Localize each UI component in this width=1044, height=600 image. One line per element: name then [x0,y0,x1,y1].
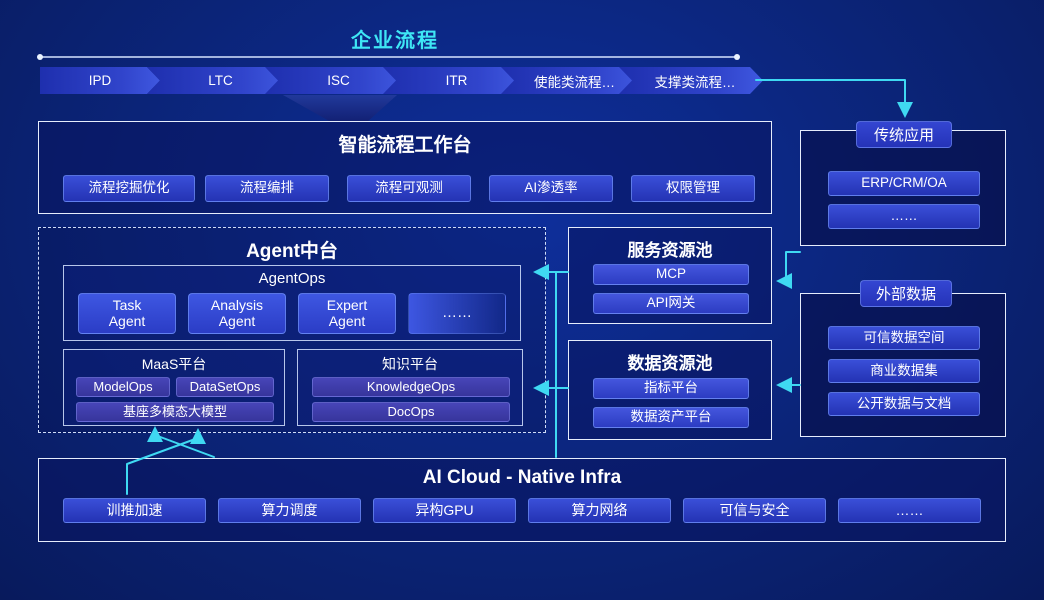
external-data-tab: 外部数据 [860,280,952,307]
line-endpoint-dot-left [37,54,43,60]
legacy-more-chip: …… [828,204,980,229]
workbench-chip-ai-penetration: AI渗透率 [489,175,613,202]
agent-platform-panel: Agent中台 AgentOps Task Agent Analysis Age… [38,227,546,433]
page-title: 企业流程 [351,30,439,52]
compute-network-chip: 算力网络 [528,498,671,523]
service-pool-title: 服务资源池 [627,241,713,260]
analysis-agent-chip: Analysis Agent [188,293,286,334]
workbench-chip-permissions: 权限管理 [631,175,755,202]
knowledgeops-chip: KnowledgeOps [312,377,510,397]
workbench-chip-observability: 流程可观测 [347,175,471,202]
modelops-chip: ModelOps [76,377,170,397]
data-asset-platform-chip: 数据资产平台 [593,407,749,428]
knowledge-platform-box: 知识平台 KnowledgeOps DocOps [297,349,523,426]
task-agent-chip: Task Agent [78,293,176,334]
maas-title: MaaS平台 [141,356,207,372]
chevron-isc: ISC [265,67,404,94]
analysis-agent-label: Analysis Agent [210,297,264,329]
legacy-apps-panel: ERP/CRM/OA …… [800,130,1006,246]
erp-crm-oa-chip: ERP/CRM/OA [828,171,980,196]
chevron-supporting-process: 支撑类流程… [619,67,763,94]
trusted-data-space-chip: 可信数据空间 [828,326,980,350]
trusted-security-chip: 可信与安全 [683,498,826,523]
workbench-chip-process-mining: 流程挖掘优化 [63,175,195,202]
datasetops-chip: DataSetOps [176,377,274,397]
legacy-apps-tab: 传统应用 [856,121,952,148]
training-inference-accel-chip: 训推加速 [63,498,206,523]
metrics-platform-chip: 指标平台 [593,378,749,399]
api-gateway-chip: API网关 [593,293,749,314]
chevron-enabling-process: 使能类流程… [501,67,640,94]
chevron-ipd: IPD [40,67,160,94]
expert-agent-label: Expert Agent [326,297,368,329]
line-endpoint-dot-right [734,54,740,60]
workbench-title: 智能流程工作台 [338,135,472,156]
chevron-ltc: LTC [147,67,286,94]
infra-more-chip: …… [838,498,981,523]
chevron-itr: ITR [383,67,522,94]
data-pool-panel: 数据资源池 指标平台 数据资产平台 [568,340,772,440]
infra-panel: AI Cloud - Native Infra 训推加速 算力调度 异构GPU … [38,458,1006,542]
expert-agent-chip: Expert Agent [298,293,396,334]
more-agents-chip: …… [408,293,506,334]
agentops-title: AgentOps [258,270,326,287]
mcp-chip: MCP [593,264,749,285]
maas-platform-box: MaaS平台 ModelOps DataSetOps 基座多模态大模型 [63,349,285,426]
agent-platform-title: Agent中台 [246,241,338,262]
public-data-docs-chip: 公开数据与文档 [828,392,980,416]
arrow-legacy-to-service-pool [776,251,801,289]
base-multimodal-model-chip: 基座多模态大模型 [76,402,274,422]
task-agent-label: Task Agent [108,297,146,329]
workbench-panel: 智能流程工作台 流程挖掘优化 流程编排 流程可观测 AI渗透率 权限管理 [38,121,772,214]
arrow-flow-to-legacy [755,79,913,118]
external-data-panel: 可信数据空间 商业数据集 公开数据与文档 [800,293,1006,437]
heterogeneous-gpu-chip: 异构GPU [373,498,516,523]
commercial-dataset-chip: 商业数据集 [828,359,980,383]
funnel-connector [283,95,397,122]
agentops-box: AgentOps Task Agent Analysis Agent Exper… [63,265,521,341]
arrow-infra-to-maas-2 [147,426,215,458]
compute-scheduling-chip: 算力调度 [218,498,361,523]
service-pool-panel: 服务资源池 MCP API网关 [568,227,772,324]
infra-title: AI Cloud - Native Infra [422,467,622,488]
docops-chip: DocOps [312,402,510,422]
data-pool-title: 数据资源池 [627,354,713,373]
knowledge-title: 知识平台 [382,356,438,372]
workbench-chip-orchestration: 流程编排 [205,175,329,202]
